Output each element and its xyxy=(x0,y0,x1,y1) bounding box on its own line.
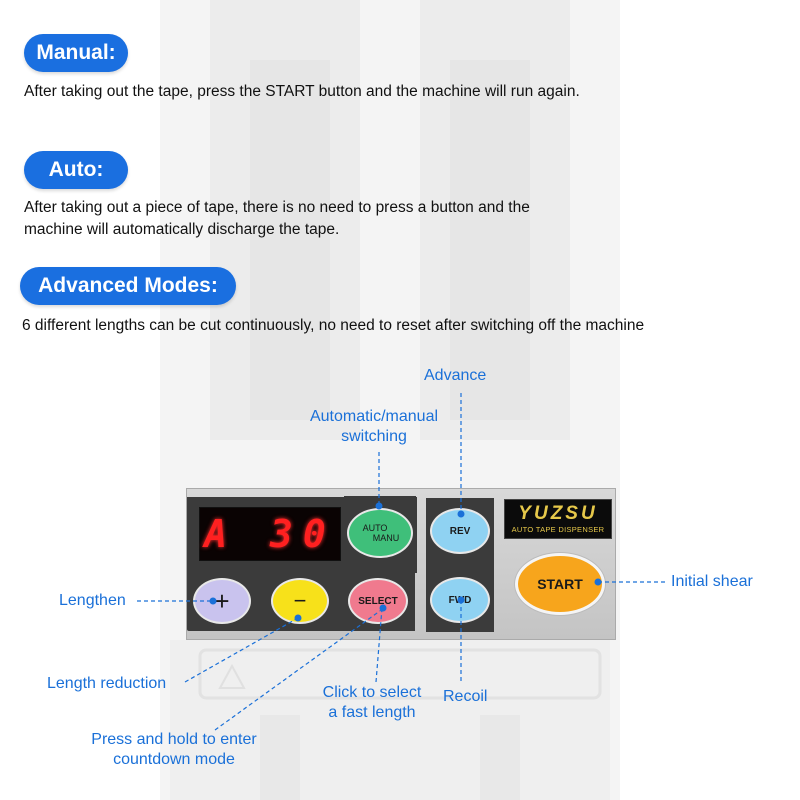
auto-manual-button[interactable]: AUTO MANU xyxy=(347,508,413,558)
manual-heading-text: Manual: xyxy=(36,41,116,64)
select-button[interactable]: SELECT xyxy=(348,578,408,624)
manual-heading: Manual: xyxy=(24,34,128,72)
annotation-initial-shear: Initial shear xyxy=(671,573,753,590)
advanced-modes-heading-text: Advanced Modes: xyxy=(38,274,218,297)
auto-description-line1: After taking out a piece of tape, there … xyxy=(24,199,530,216)
annotation-click-select-line2: a fast length xyxy=(328,704,416,721)
lengthen-plus-button[interactable]: + xyxy=(193,578,251,624)
rev-button[interactable]: REV xyxy=(430,508,490,554)
start-label: START xyxy=(537,576,583,592)
length-reduction-minus-button[interactable]: − xyxy=(271,578,329,624)
select-label: SELECT xyxy=(358,595,398,607)
annotation-press-hold-line2: countdown mode xyxy=(113,751,235,768)
fwd-button[interactable]: FWD xyxy=(430,577,490,623)
annotation-auto-manual-line1: Automatic/manual xyxy=(309,408,439,425)
annotation-press-hold-line1: Press and hold to enter xyxy=(91,731,257,748)
annotation-auto-manual: Automatic/manual switching xyxy=(300,407,448,447)
auto-description-line2: machine will automatically discharge the… xyxy=(24,221,340,238)
fwd-label: FWD xyxy=(448,594,472,606)
brand-subtitle: AUTO TAPE DISPENSER xyxy=(511,525,605,534)
annotation-press-hold: Press and hold to enter countdown mode xyxy=(76,730,272,770)
auto-description: After taking out a piece of tape, there … xyxy=(24,197,530,241)
plus-label: + xyxy=(214,585,230,616)
annotation-click-select: Click to select a fast length xyxy=(312,683,432,723)
auto-label: AUTO xyxy=(362,523,388,533)
brand-name: YUZSU xyxy=(518,503,598,524)
length-display: A 30 xyxy=(199,507,341,561)
advanced-modes-description: 6 different lengths can be cut continuou… xyxy=(22,317,645,334)
annotation-click-select-line1: Click to select xyxy=(322,684,422,701)
rev-label: REV xyxy=(449,525,471,537)
advanced-modes-heading: Advanced Modes: xyxy=(20,267,236,305)
manual-description: After taking out the tape, press the STA… xyxy=(24,83,580,100)
minus-label: − xyxy=(293,588,307,613)
annotation-lengthen: Lengthen xyxy=(59,592,126,609)
annotation-recoil: Recoil xyxy=(443,688,488,705)
start-button[interactable]: START xyxy=(515,553,605,615)
manu-label: MANU xyxy=(372,533,400,543)
auto-heading-text: Auto: xyxy=(48,158,104,181)
annotation-length-reduction: Length reduction xyxy=(47,675,167,692)
annotation-auto-manual-line2: switching xyxy=(341,428,407,445)
brand-logo: YUZSU AUTO TAPE DISPENSER xyxy=(504,499,612,539)
annotation-advance: Advance xyxy=(424,367,487,384)
auto-heading: Auto: xyxy=(24,151,128,189)
machine-background-illustration xyxy=(160,0,620,800)
